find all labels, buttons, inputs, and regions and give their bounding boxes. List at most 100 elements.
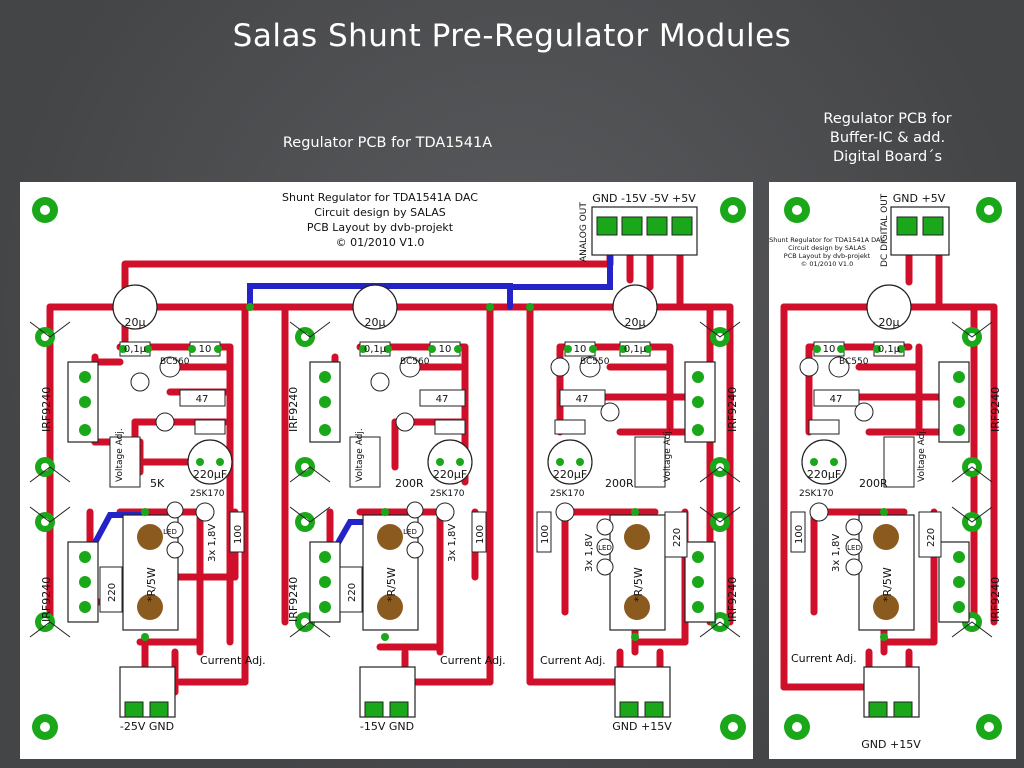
heatsink-outline <box>951 321 993 638</box>
capacitor-top <box>612 284 658 330</box>
led <box>395 412 415 432</box>
board-a-heatsinks <box>29 321 741 638</box>
module-b-res-220: 220 <box>347 583 358 602</box>
analog-out-connector <box>591 206 698 256</box>
trimmer <box>109 436 141 488</box>
board-b-pcb: Shunt Regulator for TDA1541A DAC Circuit… <box>769 182 1016 759</box>
res-220 <box>918 511 942 558</box>
capacitor-top <box>112 284 158 330</box>
res-100 <box>229 511 245 553</box>
jfet <box>809 502 829 522</box>
board-a-input-connectors <box>119 666 671 718</box>
module-b-res-47: 47 <box>436 394 449 405</box>
module-b-zener: 3x 1,8V <box>447 524 458 562</box>
module-c-jfet: 2SK170 <box>550 489 585 499</box>
module-c-trimmer: 200R <box>605 477 634 490</box>
res-47 <box>559 389 606 407</box>
board-b-caption-line-1: Regulator PCB for <box>823 111 952 127</box>
led <box>406 541 424 559</box>
led <box>596 558 614 576</box>
board-b-capacitors <box>801 284 912 485</box>
credits-line-3: PCB Layout by dvb-projekt <box>307 221 454 234</box>
board-b-cap-top: 20µ <box>879 316 900 329</box>
res-47 <box>419 389 466 407</box>
module-a-res-10: 10 <box>199 344 212 355</box>
jfet <box>370 372 390 392</box>
res-47 <box>179 389 226 407</box>
board-b-current-adj: Current Adj. <box>791 652 857 665</box>
module-c-zener: 3x 1,8V <box>584 534 595 572</box>
jfet <box>195 502 215 522</box>
dc-out-label: DC DIGITAL OUT <box>880 193 890 267</box>
module-a-connector-label: -25V GND <box>120 720 174 733</box>
board-a-layout: Shunt Regulator for TDA1541A DAC Circuit… <box>29 191 746 740</box>
module-a-led: LED <box>163 528 177 536</box>
res-100 <box>790 511 806 553</box>
module-c-res-10: 10 <box>574 344 587 355</box>
capacitor-top <box>866 284 912 330</box>
board-b-small-parts <box>790 341 942 576</box>
board-a-caption: Regulator PCB for TDA1541A <box>282 135 493 151</box>
board-a-pads <box>79 303 704 641</box>
board-b-res-220: 220 <box>926 528 937 547</box>
dc-out-pins: GND +5V <box>893 192 946 205</box>
capacitor-big <box>801 439 847 485</box>
cap-small <box>808 419 840 435</box>
module-c-res-100: 100 <box>540 525 551 544</box>
board-b-layout: Shunt Regulator for TDA1541A DAC Circuit… <box>769 192 1002 751</box>
module-b-connector-label: -15V GND <box>360 720 414 733</box>
board-a-small-parts <box>99 341 688 613</box>
module-b-res-10: 10 <box>439 344 452 355</box>
module-b-jfet: 2SK170 <box>430 489 465 499</box>
led <box>845 538 863 556</box>
module-a-voltage-adj: Voltage Adj. <box>115 428 125 482</box>
module-c-led: LED <box>598 544 612 552</box>
module-a-cap-top: 20µ <box>125 316 146 329</box>
led <box>166 521 184 539</box>
led <box>596 538 614 556</box>
cap-small <box>434 419 466 435</box>
module-b-led: LED <box>403 528 417 536</box>
module-c-res-220: 220 <box>672 528 683 547</box>
module-a-zener: 3x 1,8V <box>207 524 218 562</box>
analog-out-label: ANALOG OUT <box>579 202 589 262</box>
transistor <box>579 356 601 378</box>
module-b-trimmer: 200R <box>395 477 424 490</box>
analog-out-pins: GND -15V -5V +5V <box>592 192 696 205</box>
board-b-mosfet-label-2: IRF9240 <box>989 577 1002 622</box>
led <box>406 521 424 539</box>
led <box>600 402 620 422</box>
jfet <box>435 502 455 522</box>
board-b-caption-line-3: Digital Board´s <box>832 149 943 165</box>
credits-line-4: © 01/2010 V1.0 <box>336 236 425 249</box>
board-b-mosfet-label: IRF9240 <box>989 387 1002 432</box>
trimmer <box>634 436 666 488</box>
module-b-res-100: 100 <box>475 525 486 544</box>
module-a-trimmer: 5K <box>150 477 165 490</box>
module-a-cap-small: 0,1µ <box>124 344 147 355</box>
led <box>845 518 863 536</box>
module-c-res-47: 47 <box>576 394 589 405</box>
slide-title: Salas Shunt Pre-Regulator Modules <box>232 18 792 54</box>
led <box>854 402 874 422</box>
module-c-mosfet-label-2: IRF9240 <box>726 577 739 622</box>
res-220 <box>339 566 363 613</box>
board-b-zener: 3x 1,8V <box>831 534 842 572</box>
module-c-voltage-adj: Voltage Adj. <box>663 428 673 482</box>
heatsink-outline <box>289 321 331 638</box>
board-b-connector-label: GND +15V <box>861 738 921 751</box>
module-a-mosfet-label: IRF9240 <box>40 387 53 432</box>
heatsink-outline <box>29 321 71 638</box>
board-b-heatsinks <box>951 321 993 638</box>
module-b-cap-big: 220µF <box>433 468 467 481</box>
module-b-voltage-adj: Voltage Adj. <box>355 428 365 482</box>
module-c-cap-top: 20µ <box>625 316 646 329</box>
board-a-pcb: Shunt Regulator for TDA1541A DAC Circuit… <box>20 182 753 759</box>
module-c-cap-small: 0,1µ <box>624 344 647 355</box>
transistor <box>399 356 421 378</box>
board-b-caption-line-2: Buffer-IC & add. <box>829 130 946 146</box>
board-b-res-100: 100 <box>794 525 805 544</box>
credits-line-2: Circuit design by SALAS <box>314 206 445 219</box>
board-b-res-10: 10 <box>823 344 836 355</box>
module-c-bc: BC550 <box>580 357 610 367</box>
